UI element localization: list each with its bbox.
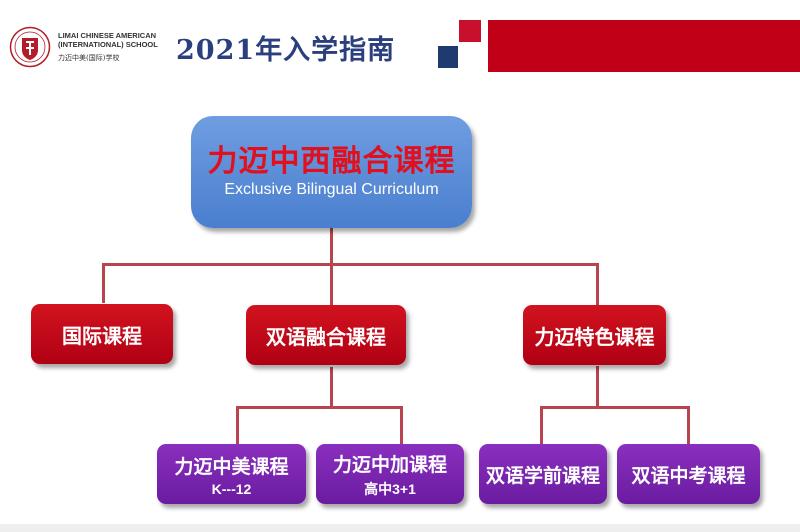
node-international: 国际课程 <box>31 304 173 364</box>
connector-to-preschool <box>540 406 543 444</box>
connector-to-intl <box>102 263 105 303</box>
node-zhongkao: 双语中考课程 <box>617 444 760 504</box>
node-label: 双语融合课程 <box>266 324 386 349</box>
page-title: 2021年入学指南 <box>176 35 396 66</box>
root-node: 力迈中西融合课程 Exclusive Bilingual Curriculum <box>191 116 472 228</box>
connector-to-special <box>596 263 599 305</box>
node-label: 国际课程 <box>62 323 142 348</box>
connector-root-down <box>330 228 333 266</box>
decor-navy-square <box>438 46 458 68</box>
school-name-cn: 力迈中美(国际)学校 <box>58 54 120 62</box>
node-sino-us: 力迈中美课程 K---12 <box>157 444 306 504</box>
school-logo <box>9 26 51 68</box>
node-label: 双语中考课程 <box>631 464 746 487</box>
connector-level1-bar <box>102 263 599 266</box>
connector-bilingual-down <box>330 367 333 408</box>
node-label: 力迈特色课程 <box>534 324 655 349</box>
connector-bilingual-bar <box>236 406 403 409</box>
decor-red-square <box>459 20 481 42</box>
connector-special-down <box>596 366 599 408</box>
connector-special-bar <box>540 406 690 409</box>
node-label: 双语学前课程 <box>485 464 600 487</box>
school-name-en: LIMAI CHINESE AMERICAN (INTERNATIONAL) S… <box>58 31 158 49</box>
node-label: 力迈中美课程 <box>174 455 289 478</box>
bottom-band <box>0 524 800 532</box>
node-sino-ca: 力迈中加课程 高中3+1 <box>316 444 464 504</box>
connector-to-sino-us <box>236 406 239 444</box>
node-bilingual: 双语融合课程 <box>246 305 406 365</box>
node-sublabel: 高中3+1 <box>364 480 416 497</box>
connector-to-bilingual <box>330 263 333 305</box>
node-label: 力迈中加课程 <box>332 453 447 476</box>
node-sublabel: K---12 <box>211 480 252 497</box>
root-subtitle: Exclusive Bilingual Curriculum <box>224 181 439 198</box>
connector-to-zhongkao <box>687 406 690 444</box>
connector-to-sino-ca <box>400 406 403 444</box>
header-red-banner <box>488 20 800 72</box>
root-title: 力迈中西融合课程 <box>207 144 456 179</box>
node-preschool: 双语学前课程 <box>479 444 607 504</box>
node-special: 力迈特色课程 <box>523 305 666 365</box>
